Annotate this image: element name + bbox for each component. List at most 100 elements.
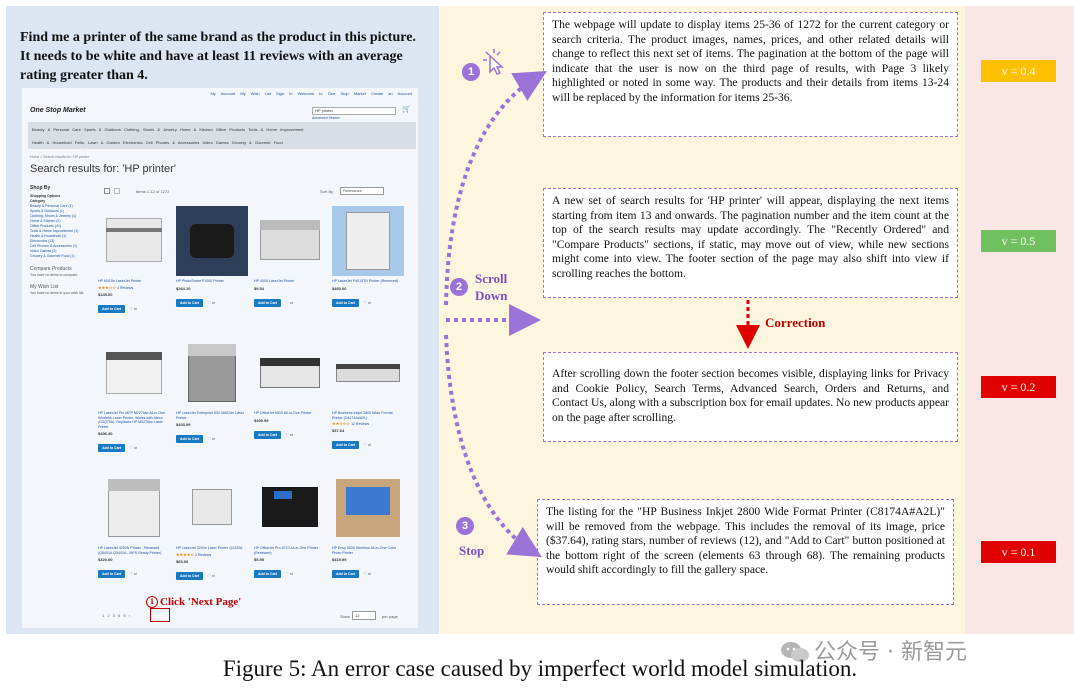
wishlist-icon[interactable]: ♡ ⇄ <box>363 442 372 448</box>
add-to-cart-button[interactable]: Add to Cart <box>176 298 204 307</box>
step-2-badge: 2 <box>450 278 468 296</box>
product-image[interactable] <box>176 206 248 276</box>
product-image[interactable] <box>254 206 326 276</box>
add-to-cart-button[interactable]: Add to Cart <box>332 298 360 307</box>
product-name[interactable]: HP Business Inkjet 2800 Wide Format Prin… <box>332 411 393 420</box>
wishlist-icon[interactable]: ♡ ⇄ <box>207 299 216 305</box>
wishlist-icon[interactable]: ♡ ⇄ <box>363 571 372 577</box>
add-to-cart-button[interactable]: Add to Cart <box>98 304 126 313</box>
product-name[interactable]: HP LaserJet 3200n Laser Printer Q2420A <box>176 546 243 550</box>
product-card[interactable]: HP M415n LaserJet Printer★★★☆☆ 4 Reviews… <box>98 206 170 315</box>
wishlist-icon[interactable]: ♡ ⇄ <box>285 571 294 577</box>
product-card[interactable]: HP LaserJet 4250N Printer - Renewed (Q54… <box>98 473 170 580</box>
category-link[interactable]: Beauty & Personal Care (1) <box>30 204 73 208</box>
add-to-cart-button[interactable]: Add to Cart <box>254 570 282 579</box>
product-card[interactable]: HP LaserJet Enterprise 600 M602dn Laser … <box>176 338 248 445</box>
product-name[interactable]: HP Envy 5530 Wireless All-in-One Color P… <box>332 546 397 555</box>
product-name[interactable]: HP M415n LaserJet Printer <box>98 279 142 283</box>
product-image[interactable] <box>332 473 404 543</box>
wishlist-icon[interactable]: ♡ ⇄ <box>129 571 138 577</box>
per-page-label: per page <box>382 614 398 619</box>
pagination[interactable]: 1 2 3 4 5 › <box>102 613 131 618</box>
category-link[interactable]: Health & Household (1) <box>30 234 67 238</box>
product-price: $403.99 <box>176 422 191 428</box>
product-image[interactable] <box>98 206 170 276</box>
product-image[interactable] <box>332 206 404 276</box>
product-image[interactable] <box>332 338 404 408</box>
product-name[interactable]: HP LaserJet Pro MFP M227fdw All-in-One W… <box>98 411 166 429</box>
product-name[interactable]: HP OfficeJet Pro 8710 All-in-One Printer… <box>254 546 318 555</box>
value-badge: v = 0.5 <box>981 230 1056 252</box>
product-name[interactable]: HP LaserJet Enterprise 600 M602dn Laser … <box>176 411 245 420</box>
product-name[interactable]: HP LaserJet P4015TN Printer (Renewed) <box>332 279 399 283</box>
product-image[interactable] <box>176 338 248 408</box>
product-name[interactable]: HP OfficeJet 6500 All-in-One Printer <box>254 411 312 415</box>
wishlist-icon[interactable]: ♡ ⇄ <box>207 436 216 442</box>
product-name[interactable]: HP 4000 LaserJet Printer <box>254 279 295 283</box>
add-to-cart-button[interactable]: Add to Cart <box>254 430 282 439</box>
product-price: $37.64 <box>332 428 345 434</box>
review-count[interactable]: 4 Reviews <box>117 285 134 290</box>
add-to-cart-button[interactable]: Add to Cart <box>98 444 126 453</box>
product-card[interactable]: HP LaserJet 3200n Laser Printer Q2420A ★★… <box>176 473 248 582</box>
product-name[interactable]: HP PhotoSmart P1000 Printer <box>176 279 224 283</box>
product-card[interactable]: HP OfficeJet Pro 8710 All-in-One Printer… <box>254 473 326 580</box>
wishlist-icon[interactable]: ♡ ⇄ <box>285 299 294 305</box>
add-to-cart-button[interactable]: Add to Cart <box>98 570 126 579</box>
product-card[interactable]: HP OfficeJet 6500 All-in-One Printer $409… <box>254 338 326 441</box>
wishlist-icon[interactable]: ♡ ⇄ <box>129 445 138 451</box>
category-link[interactable]: Clothing, Shoes & Jewelry (1) <box>30 214 77 218</box>
add-to-cart-button[interactable]: Add to Cart <box>176 435 204 444</box>
wishlist-icon[interactable]: ♡ ⇄ <box>363 299 372 305</box>
add-to-cart-button[interactable]: Add to Cart <box>332 570 360 579</box>
wishlist-icon[interactable]: ♡ ⇄ <box>129 305 138 311</box>
header-links[interactable]: My Account My Wish List Sign In Welcome … <box>210 91 412 96</box>
product-card[interactable]: HP Business Inkjet 2800 Wide Format Prin… <box>332 338 404 451</box>
step-3-badge: 3 <box>456 517 474 535</box>
grid-view-icon[interactable] <box>104 188 110 194</box>
product-image[interactable] <box>254 473 326 543</box>
add-to-cart-button[interactable]: Add to Cart <box>176 571 204 580</box>
product-card[interactable]: HP LaserJet P4015TN Printer (Renewed)$46… <box>332 206 404 309</box>
menu-row-1[interactable]: Beauty & Personal Care Sports & Outdoors… <box>32 127 304 132</box>
product-card[interactable]: HP LaserJet Pro MFP M227fdw All-in-One W… <box>98 338 170 454</box>
value-badge: v = 0.1 <box>981 541 1056 563</box>
category-link[interactable]: Office Products (41) <box>30 224 62 228</box>
search-input[interactable]: HP printer <box>312 107 396 115</box>
product-image[interactable] <box>98 338 170 408</box>
category-link[interactable]: Cell Phones & Accessories (1) <box>30 244 78 248</box>
product-image[interactable] <box>176 473 248 543</box>
category-link[interactable]: Video Games (2) <box>30 249 57 253</box>
product-card[interactable]: HP Envy 5530 Wireless All-in-One Color P… <box>332 473 404 580</box>
cart-icon[interactable]: 🛒 <box>402 106 411 113</box>
rating-stars: ★★☆☆☆ 12 Reviews <box>332 421 404 426</box>
advanced-search-link[interactable]: Advanced Search <box>312 116 340 120</box>
list-view-icon[interactable] <box>114 188 120 194</box>
add-to-cart-button[interactable]: Add to Cart <box>254 298 282 307</box>
product-image[interactable] <box>254 338 326 408</box>
category-heading: Category <box>30 199 46 203</box>
sort-select[interactable]: Relevance <box>340 187 384 195</box>
category-link[interactable]: Sports & Outdoors (1) <box>30 209 65 213</box>
wishlist-heading: My Wish List <box>30 284 59 290</box>
results-toolbar: Items 1-12 of 1272 Sort By Relevance <box>104 187 416 196</box>
review-count[interactable]: 12 Reviews <box>351 422 370 427</box>
add-to-cart-button[interactable]: Add to Cart <box>332 441 360 450</box>
per-page-select[interactable]: 12 <box>352 611 376 620</box>
next-page-highlight[interactable] <box>150 608 170 622</box>
rating-stars: ★★★★☆ 2 Reviews <box>176 552 248 557</box>
menu-row-2[interactable]: Health & Household Patio, Lawn & Garden … <box>32 140 283 145</box>
store-logo[interactable]: One Stop Market <box>30 107 86 114</box>
category-link[interactable]: Home & Kitchen (2) <box>30 219 61 223</box>
category-link[interactable]: Electronics (13) <box>30 239 55 243</box>
wishlist-icon[interactable]: ♡ ⇄ <box>207 572 216 578</box>
wishlist-icon[interactable]: ♡ ⇄ <box>285 431 294 437</box>
category-link[interactable]: Tools & Home Improvement (1) <box>30 229 79 233</box>
category-link[interactable]: Grocery & Gourmet Food (1) <box>30 254 75 258</box>
product-name[interactable]: HP LaserJet 4250N Printer - Renewed (Q54… <box>98 546 162 555</box>
product-image[interactable] <box>98 473 170 543</box>
review-count[interactable]: 2 Reviews <box>195 552 212 557</box>
product-price: $409.99 <box>254 417 269 423</box>
